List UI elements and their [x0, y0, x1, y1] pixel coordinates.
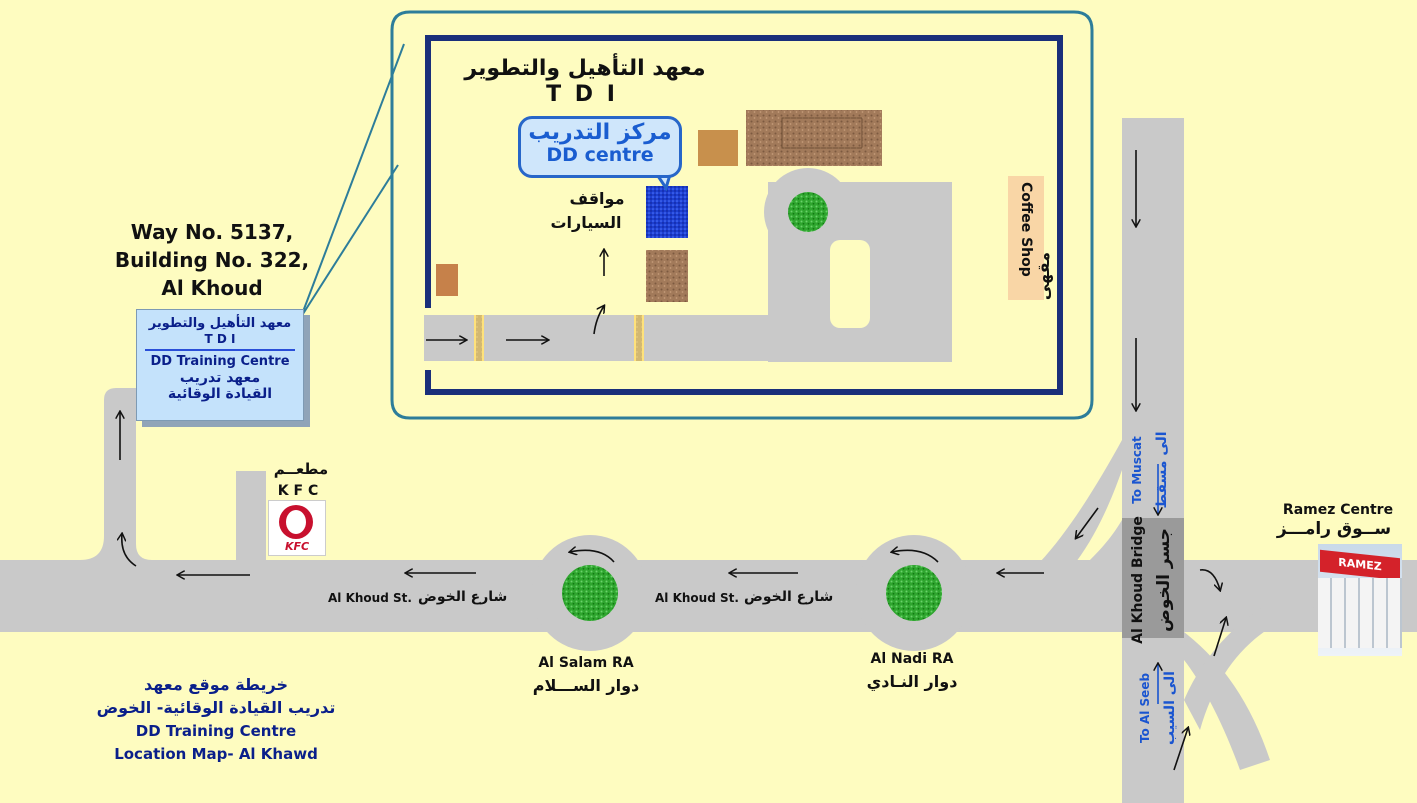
al-salam-label-english: Al Salam RA [538, 655, 634, 671]
parking-label-1: مواقف [569, 189, 625, 208]
parking-label-2: السيارات [550, 213, 622, 232]
bridge-label-english: Al Khoud Bridge [1130, 516, 1146, 644]
kfc-access-road [236, 471, 266, 561]
inset-island [830, 240, 870, 328]
address-line-2: Building No. 322, [114, 248, 310, 272]
legend-dd-english: DD Training Centre [150, 353, 290, 369]
ramez-shop-photo: RAMEZ SHOP [1318, 544, 1402, 656]
to-seeb-english: To Al Seeb [1138, 672, 1152, 744]
street-label-arabic-2: شارع الخوض [744, 589, 834, 605]
inset-road-gap [688, 315, 768, 361]
kfc-label-arabic: مطعــم [273, 460, 329, 478]
al-nadi-label-arabic: دوار النـادي [866, 672, 958, 691]
legend-tdi-english: T D I [204, 331, 236, 346]
highway [1122, 118, 1184, 803]
al-salam-green [562, 565, 618, 621]
building-left [436, 264, 458, 296]
inset-pointer-top [300, 43, 405, 318]
callout-arabic: مركز التدريب [528, 120, 672, 145]
ramp-seeb-2 [1184, 580, 1317, 730]
kfc-logo-text: KFC [284, 540, 310, 553]
street-label-english-2: Al Khoud St. [655, 591, 739, 605]
ramez-sign: RAMEZ SHOP [1320, 549, 1400, 595]
dd-centre-callout: مركز التدريب DD centre [518, 116, 682, 178]
inset-title-arabic: معهد التأهيل والتطوير [464, 56, 706, 81]
arrow [122, 534, 137, 567]
arrow [1213, 618, 1226, 657]
ramez-label-arabic: ســوق رامـــز [1276, 519, 1392, 539]
arrow [1076, 507, 1099, 538]
arrow [593, 306, 604, 335]
arrow [1173, 728, 1188, 771]
street-label-arabic-1: شارع الخوض [418, 589, 508, 605]
callout-english: DD centre [546, 144, 654, 167]
coffee-shop: Coffee Shop مقهى [1008, 176, 1053, 300]
to-muscat-arabic: الى مسقط [1154, 431, 1170, 509]
side-road-left [80, 388, 152, 560]
kfc-logo: KFC [268, 500, 326, 556]
bridge-label-arabic: جسر الخوض [1154, 527, 1174, 633]
dd-centre-building [646, 186, 688, 238]
coffee-shop-arabic: مقهى [1034, 252, 1054, 301]
al-nadi-label-english: Al Nadi RA [870, 651, 954, 667]
building-large-roof [781, 117, 863, 149]
street-label-english-1: Al Khoud St. [328, 591, 412, 605]
legend-dd-arabic-1: معهد تدريب [179, 369, 261, 386]
to-seeb-arabic: الى السيب [1162, 671, 1178, 745]
arrow [1199, 569, 1220, 590]
coffee-shop-english: Coffee Shop [1018, 182, 1034, 277]
map-title-arabic-2: تدريب القيادة الوقائية- الخوض [96, 698, 336, 717]
site-boundary [425, 35, 1063, 395]
building-brown [646, 250, 688, 302]
ramez-label-english: Ramez Centre [1282, 502, 1394, 518]
arrow [892, 550, 939, 563]
arrow [570, 550, 615, 563]
kfc-label-english: K F C [277, 483, 319, 499]
al-salam-label-arabic: دوار الســـلام [532, 676, 640, 695]
address-line-1: Way No. 5137, [130, 220, 294, 244]
inset-title-english: T D I [546, 82, 618, 107]
inset-green-circle [788, 192, 828, 232]
map-title-english-1: DD Training Centre [135, 722, 297, 740]
map-title-arabic-1: خريطة موقع معهد [143, 675, 289, 694]
location-label-box: معهد التأهيل والتطوير T D I DD Training … [136, 309, 304, 421]
to-muscat-english: To Muscat [1130, 436, 1144, 504]
inset-pointer-bottom [300, 164, 399, 318]
legend-divider [145, 348, 295, 351]
building-small [698, 130, 738, 166]
legend-tdi-arabic: معهد التأهيل والتطوير [148, 316, 292, 331]
al-nadi-green [886, 565, 942, 621]
legend-dd-arabic-2: القيادة الوقائية [167, 386, 273, 403]
address-line-3: Al Khoud [161, 276, 263, 300]
map-title-english-2: Location Map- Al Khawd [114, 745, 318, 763]
ramp-muscat-2 [1088, 520, 1122, 562]
al-khoud-bridge [1122, 518, 1184, 638]
